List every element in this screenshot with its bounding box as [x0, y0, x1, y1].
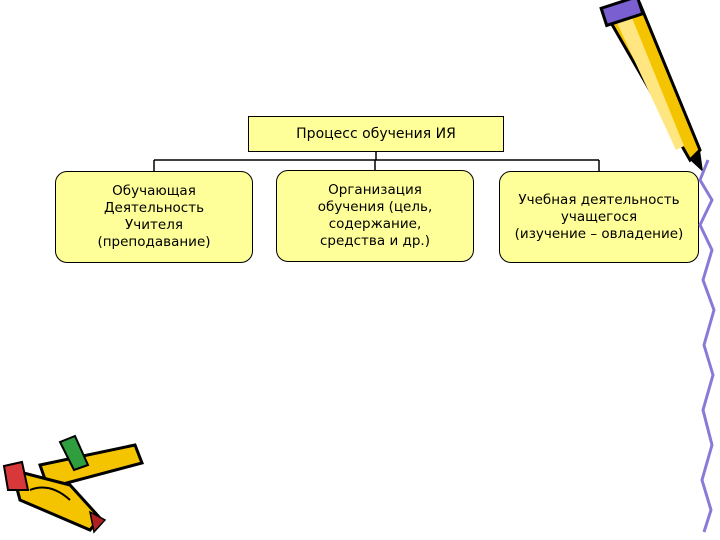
root-node-label: Процесс обучения ИЯ	[296, 126, 456, 142]
child-node-organization-label: Организация обучения (цель, содержание, …	[317, 182, 433, 249]
child-node-organization: Организация обучения (цель, содержание, …	[276, 170, 474, 262]
root-node: Процесс обучения ИЯ	[248, 116, 504, 152]
child-node-student: Учебная деятельность учащегося (изучение…	[499, 171, 699, 263]
child-node-student-label: Учебная деятельность учащегося (изучение…	[514, 191, 684, 242]
child-node-teacher-label: Обучающая Деятельность Учителя (преподав…	[97, 183, 211, 250]
child-node-teacher: Обучающая Деятельность Учителя (преподав…	[55, 171, 253, 263]
